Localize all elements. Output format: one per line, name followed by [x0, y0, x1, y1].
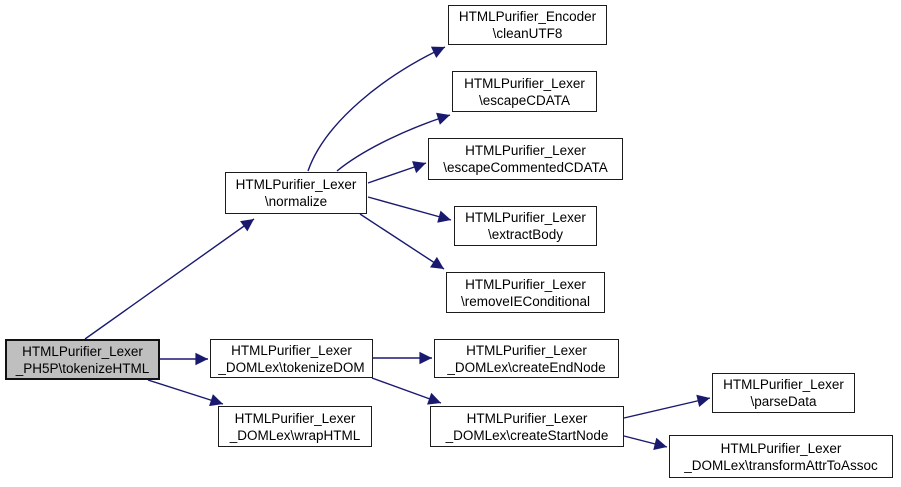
edge-normalize-to-removeIEConditional: [359, 213, 445, 270]
node-createEndNode-line2: _DOMLex\createEndNode: [447, 359, 606, 375]
edge-tokenizeHTML-to-wrapHTML: [147, 379, 224, 407]
node-createStartNode[interactable]: HTMLPurifier_Lexer _DOMLex\createStartNo…: [430, 406, 624, 447]
node-normalize-line1: HTMLPurifier_Lexer: [235, 177, 357, 192]
node-cleanUTF8-line1: HTMLPurifier_Encoder: [458, 9, 597, 24]
edge-normalize-to-escapeCDATA: [336, 112, 451, 172]
edge-tokenizeHTML-to-normalize: [84, 218, 255, 340]
edge-createStartNode-to-parseData: [623, 394, 711, 419]
node-escapeCDATA-line1: HTMLPurifier_Lexer: [464, 75, 585, 91]
edge-createStartNode-to-transformAttrToAssoc: [623, 435, 668, 450]
node-tokenizeDOM-line2: _DOMLex\tokenizeDOM: [218, 359, 365, 375]
node-removeIEConditional-line1: HTMLPurifier_Lexer: [465, 276, 586, 292]
node-escapeCDATA[interactable]: HTMLPurifier_Lexer \escapeCDATA: [452, 71, 597, 112]
node-wrapHTML-line1: HTMLPurifier_Lexer: [234, 410, 356, 426]
node-tokenizeHTML-line2: _PH5P\tokenizeHTML: [15, 360, 150, 376]
node-normalize-line2: \normalize: [264, 194, 328, 209]
node-extractBody[interactable]: HTMLPurifier_Lexer \extractBody: [454, 206, 597, 246]
node-wrapHTML-line2: _DOMLex\wrapHTML: [229, 427, 361, 443]
node-escapeCDATA-line2: \escapeCDATA: [478, 92, 571, 108]
node-wrapHTML[interactable]: HTMLPurifier_Lexer _DOMLex\wrapHTML: [218, 406, 372, 447]
node-createStartNode-line2: _DOMLex\createStartNode: [445, 427, 609, 443]
node-removeIEConditional[interactable]: HTMLPurifier_Lexer \removeIEConditional: [446, 272, 605, 313]
node-escapeCommentedCDATA-line2: \escapeCommentedCDATA: [443, 160, 608, 175]
node-cleanUTF8-line2: \cleanUTF8: [492, 26, 563, 41]
node-transformAttrToAssoc-line1: HTMLPurifier_Lexer: [720, 440, 842, 456]
node-cleanUTF8[interactable]: HTMLPurifier_Encoder \cleanUTF8: [448, 5, 607, 45]
node-extractBody-line1: HTMLPurifier_Lexer: [465, 210, 586, 225]
node-parseData[interactable]: HTMLPurifier_Lexer \parseData: [712, 373, 855, 413]
edge-normalize-to-escapeCommentedCDATA: [367, 161, 427, 184]
node-tokenizeHTML-line1: HTMLPurifier_Lexer: [22, 343, 143, 359]
node-extractBody-line2: \extractBody: [487, 227, 564, 242]
edge-normalize-to-cleanUTF8: [307, 46, 446, 172]
edge-tokenizeDOM-to-createStartNode: [371, 377, 442, 405]
node-parseData-line1: HTMLPurifier_Lexer: [723, 377, 844, 392]
node-removeIEConditional-line2: \removeIEConditional: [460, 293, 591, 309]
node-escapeCommentedCDATA-line1: HTMLPurifier_Lexer: [465, 143, 586, 158]
node-createEndNode[interactable]: HTMLPurifier_Lexer _DOMLex\createEndNode: [434, 339, 619, 378]
node-tokenizeDOM[interactable]: HTMLPurifier_Lexer _DOMLex\tokenizeDOM: [210, 339, 373, 378]
edge-normalize-to-extractBody: [367, 196, 452, 223]
node-escapeCommentedCDATA[interactable]: HTMLPurifier_Lexer \escapeCommentedCDATA: [428, 138, 623, 180]
node-transformAttrToAssoc[interactable]: HTMLPurifier_Lexer _DOMLex\transformAttr…: [669, 435, 893, 478]
node-createStartNode-line1: HTMLPurifier_Lexer: [466, 410, 588, 426]
node-transformAttrToAssoc-line2: _DOMLex\transformAttrToAssoc: [684, 457, 878, 473]
node-createEndNode-line1: HTMLPurifier_Lexer: [466, 342, 587, 358]
node-normalize[interactable]: HTMLPurifier_Lexer \normalize: [225, 172, 367, 214]
node-parseData-line2: \parseData: [750, 394, 817, 409]
node-tokenizeHTML[interactable]: HTMLPurifier_Lexer _PH5P\tokenizeHTML: [5, 339, 160, 380]
node-tokenizeDOM-line1: HTMLPurifier_Lexer: [231, 342, 352, 358]
